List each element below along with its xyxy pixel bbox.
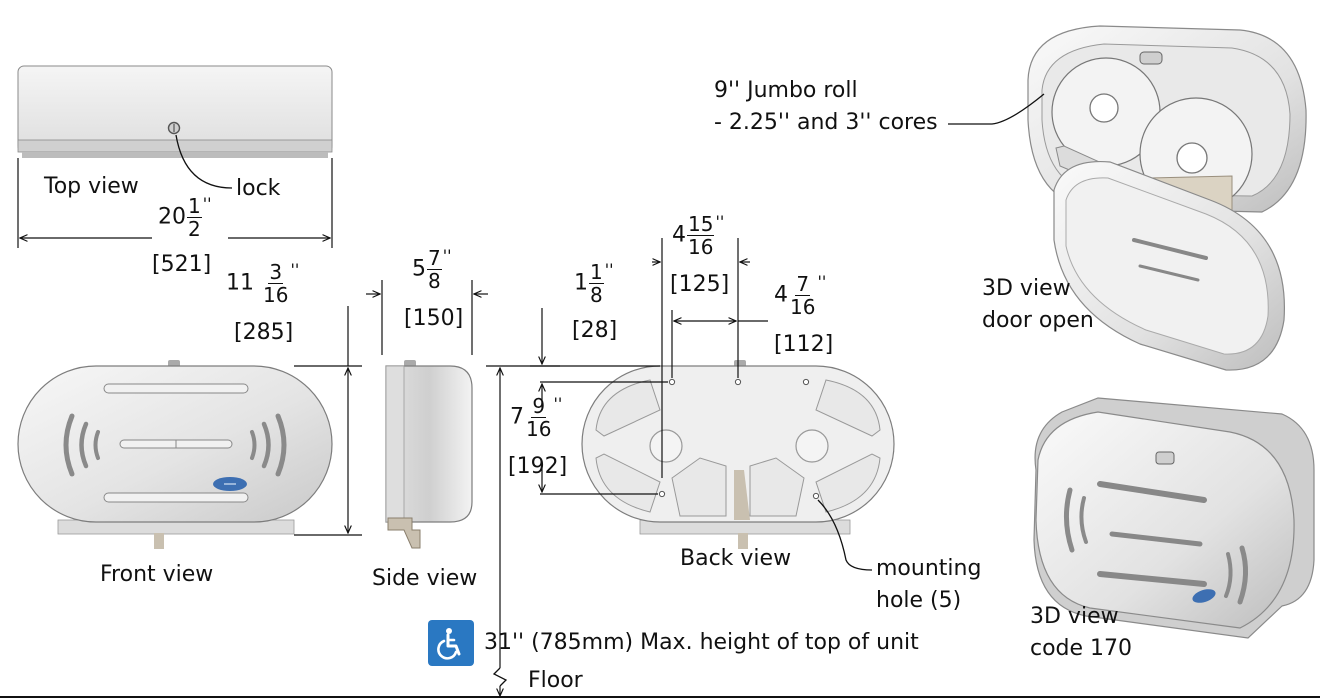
side-view xyxy=(366,280,488,549)
top-view xyxy=(17,65,333,248)
hole-spacing-wide-dimension-mm: [125] xyxy=(670,272,730,297)
hole-spacing-narrow-dimension-mm: [112] xyxy=(774,332,834,357)
top-view-label: Top view xyxy=(44,174,139,199)
front-view xyxy=(17,360,333,549)
door-open-label-1: 3D view xyxy=(982,276,1071,301)
3d-door-open-view xyxy=(1027,25,1307,371)
mounting-hole-callout-2: hole (5) xyxy=(876,588,962,613)
mounting-hole-icon xyxy=(658,490,666,498)
mounting-hole-icon xyxy=(802,378,810,386)
floor-break-icon xyxy=(492,667,508,687)
floor-label: Floor xyxy=(528,668,583,693)
max-height-note: 31'' (785mm) Max. height of top of unit xyxy=(484,630,919,655)
depth-dimension-mm: [150] xyxy=(404,306,464,331)
hole-vertical-dimension-mm: [192] xyxy=(508,454,568,479)
code-170-label-1: 3D view xyxy=(1030,604,1119,629)
side-view-label: Side view xyxy=(372,566,478,591)
lock-callout: lock xyxy=(236,176,281,201)
code-170-label-2: code 170 xyxy=(1030,636,1133,661)
mounting-hole-callout-1: mounting xyxy=(876,556,982,581)
front-view-label: Front view xyxy=(100,562,214,587)
top-offset-dimension-mm: [28] xyxy=(572,318,618,343)
back-view xyxy=(581,360,895,549)
roll-callout-2: - 2.25'' and 3'' cores xyxy=(714,110,938,135)
3d-code-170-view xyxy=(1033,397,1315,639)
height-dimension-mm: [285] xyxy=(234,320,294,345)
height-dimension-lines xyxy=(294,306,362,536)
mounting-hole-icon xyxy=(812,492,820,500)
door-open-label-2: door open xyxy=(982,308,1094,333)
mounting-hole-icon xyxy=(734,378,742,386)
back-view-label: Back view xyxy=(680,546,792,571)
roll-callout-1: 9'' Jumbo roll xyxy=(714,78,858,103)
mounting-hole-icon xyxy=(668,378,676,386)
width-dimension-mm: [521] xyxy=(152,252,212,277)
wheelchair-icon xyxy=(428,620,474,666)
back-dimension-lines xyxy=(530,238,873,571)
roll-leader-line xyxy=(948,93,1045,125)
